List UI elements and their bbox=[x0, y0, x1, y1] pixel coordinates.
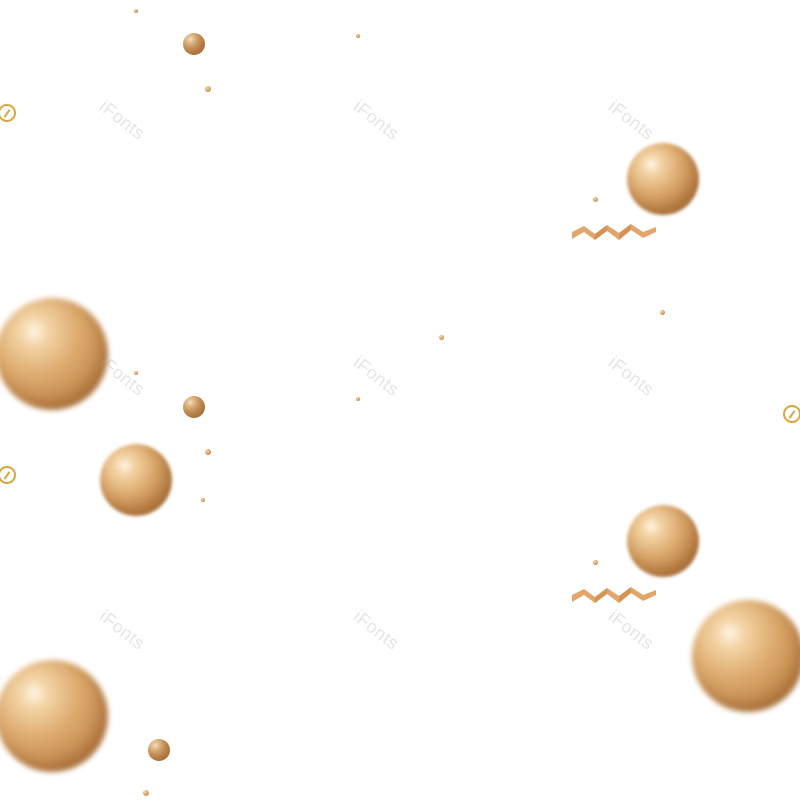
gold-sphere-medium-right-mid bbox=[627, 505, 699, 577]
gold-sphere-small-mid bbox=[183, 396, 205, 418]
watermark-text: iFonts bbox=[349, 96, 404, 144]
crossed-ring-icon bbox=[0, 466, 16, 484]
gold-sphere-large-left-bottom bbox=[0, 660, 108, 772]
gold-dot bbox=[356, 34, 360, 38]
gold-sphere-medium-left bbox=[100, 444, 172, 516]
zigzag-ribbon-icon bbox=[572, 587, 656, 603]
zigzag-ribbon-icon bbox=[572, 224, 656, 240]
gold-sphere-small-bottom bbox=[148, 739, 170, 761]
gold-sphere-large-left-mid bbox=[0, 298, 108, 410]
gold-dot bbox=[356, 397, 360, 401]
gold-dot bbox=[593, 197, 598, 202]
gold-dot bbox=[134, 9, 138, 13]
watermark-text: iFonts bbox=[349, 606, 404, 654]
gold-dot bbox=[134, 371, 138, 375]
crossed-ring-icon bbox=[0, 104, 16, 122]
watermark-text: iFonts bbox=[95, 96, 150, 144]
watermark-text: iFonts bbox=[604, 352, 659, 400]
gold-dot bbox=[660, 310, 665, 315]
gold-dot bbox=[205, 449, 211, 455]
gold-sphere-small-top bbox=[183, 33, 205, 55]
gold-dot bbox=[205, 86, 211, 92]
crossed-ring-icon bbox=[783, 405, 800, 423]
watermark-text: iFonts bbox=[604, 606, 659, 654]
watermark-text: iFonts bbox=[604, 96, 659, 144]
gold-sphere-medium-right-top bbox=[627, 143, 699, 215]
gold-dot bbox=[201, 498, 205, 502]
gold-dot bbox=[143, 790, 149, 796]
gold-dot bbox=[439, 335, 444, 340]
gold-dot bbox=[593, 560, 598, 565]
watermark-text: iFonts bbox=[349, 352, 404, 400]
watermark-text: iFonts bbox=[95, 606, 150, 654]
gold-sphere-large-right-bottom bbox=[692, 600, 800, 712]
